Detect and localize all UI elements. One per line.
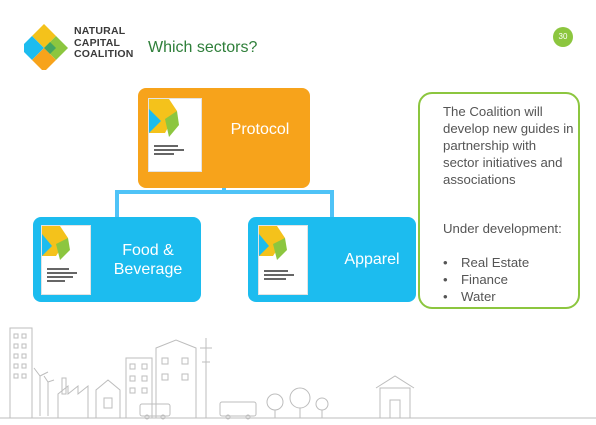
logo-text: NATURAL CAPITAL COALITION <box>74 25 134 61</box>
protocol-box: Protocol <box>138 88 310 188</box>
bullet-icon: • <box>443 255 448 270</box>
food-beverage-label-text: Food & Beverage <box>113 242 183 278</box>
city-illustration <box>0 318 596 420</box>
logo-mark-icon <box>24 24 68 70</box>
connector-left-drop <box>115 190 119 218</box>
logo-line-3: COALITION <box>74 48 134 60</box>
apparel-label: Apparel <box>344 251 400 268</box>
connector-right-drop <box>330 190 334 218</box>
list-item: • Real Estate <box>443 254 529 271</box>
food-beverage-box: Food & Beverage <box>33 217 201 302</box>
logo-line-2: CAPITAL <box>74 36 121 49</box>
apparel-box: Apparel <box>248 217 416 302</box>
food-beverage-label: Food & Beverage <box>95 241 201 279</box>
page-number-badge: 30 <box>553 27 573 47</box>
apparel-book-thumbnail <box>258 225 308 295</box>
food-beverage-book-thumbnail <box>41 225 91 295</box>
callout-paragraph-1: The Coalition will develop new guides in… <box>443 104 574 187</box>
callout-frame <box>418 92 580 309</box>
cityscape-icon <box>0 327 596 420</box>
logo-line-1: NATURAL <box>74 25 126 37</box>
bullet-icon: • <box>443 289 448 304</box>
callout-paragraph-2: Under development: <box>443 221 562 236</box>
protocol-book-thumbnail <box>148 98 202 172</box>
natural-capital-coalition-logo: NATURAL CAPITAL COALITION <box>24 20 134 70</box>
callout-list: • Real Estate • Finance • Water <box>443 254 529 305</box>
list-item-label: Real Estate <box>461 255 530 270</box>
list-item-label: Water <box>461 289 496 304</box>
list-item: • Finance <box>443 271 529 288</box>
slide-title: Which sectors? <box>148 39 258 56</box>
connector-horizontal <box>116 190 334 194</box>
list-item: • Water <box>443 288 529 305</box>
protocol-label: Protocol <box>230 121 290 138</box>
list-item-label: Finance <box>461 272 508 287</box>
bullet-icon: • <box>443 272 448 287</box>
